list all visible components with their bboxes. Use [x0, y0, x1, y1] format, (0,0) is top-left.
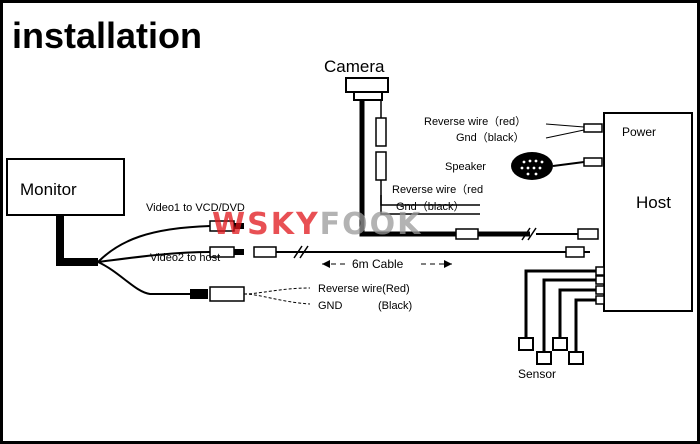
watermark-part1: WSKY	[212, 207, 320, 242]
video1-label: Video1 to VCD/DVD	[146, 202, 245, 214]
watermark-part2: FOOK	[320, 207, 423, 242]
speaker-wire	[552, 161, 585, 167]
gnd-top-label: Gnd（black）	[456, 131, 524, 144]
power-connector	[583, 123, 603, 133]
speaker-grille	[520, 159, 544, 176]
monitor-power-plug	[190, 289, 208, 299]
gnd-wire-top	[545, 129, 585, 139]
host-video-plug	[565, 246, 585, 258]
page-title: installation	[12, 15, 202, 56]
reverse-wire-bottom	[243, 287, 311, 295]
video1-connector-tip	[234, 223, 244, 229]
monitor-power-connector	[209, 286, 245, 302]
speaker-icon	[511, 152, 553, 180]
camera-gnd-wire	[380, 195, 480, 215]
gnd-mid-label: Gnd（black）	[396, 200, 464, 213]
sensor-connectors	[595, 266, 605, 305]
sensor-3	[552, 337, 568, 351]
sensor-wires	[524, 269, 596, 352]
video2-plug	[253, 246, 277, 258]
video2-label: Video2 to host	[150, 252, 220, 264]
watermark-logo: WSKYFOOK	[212, 207, 422, 242]
video2-wire	[97, 251, 211, 263]
cable-break-mark	[293, 245, 303, 259]
reverse-wire-top-label: Reverse wire（red）	[424, 115, 526, 128]
speaker-connector	[583, 157, 603, 167]
cable-length-label: 6m Cable	[352, 257, 404, 271]
sensor-2	[536, 351, 552, 365]
cable-break-mark	[521, 227, 531, 241]
black-bottom-label: (Black)	[378, 300, 412, 312]
cable-break-mark	[527, 227, 537, 241]
arrow-left-head	[322, 260, 330, 268]
host-box	[603, 112, 693, 312]
arrow-right-head	[444, 260, 452, 268]
monitor-cable	[56, 215, 98, 266]
camera-label: Camera	[324, 57, 385, 76]
sensor-4	[568, 351, 584, 365]
video1-wire	[97, 225, 211, 263]
camera-connector-upper	[375, 117, 387, 147]
power-label: Power	[622, 125, 656, 139]
cable-label-bg	[346, 256, 420, 270]
camera-connector-lower	[375, 151, 387, 181]
host-camera-plug	[577, 228, 599, 240]
host-label: Host	[636, 193, 671, 212]
speaker-label: Speaker	[445, 161, 486, 173]
camera-base	[353, 91, 383, 101]
monitor-label: Monitor	[20, 180, 77, 199]
monitor-power-wire	[97, 261, 190, 295]
reverse-wire-mid-label: Reverse wire（red	[392, 183, 483, 196]
cable-break-mark	[299, 245, 309, 259]
reverse-wire-bottom-label: Reverse wire(Red)	[318, 283, 410, 295]
sensor-1	[518, 337, 534, 351]
reverse-wire-top	[545, 123, 585, 128]
sensor-label: Sensor	[518, 367, 556, 381]
gnd-bottom-label: GND	[318, 300, 343, 312]
monitor-box	[6, 158, 125, 216]
camera-body	[345, 77, 389, 93]
gnd-wire-bottom	[243, 293, 311, 305]
camera-cable-plug	[455, 228, 479, 240]
video2-connector-tip	[234, 249, 244, 255]
